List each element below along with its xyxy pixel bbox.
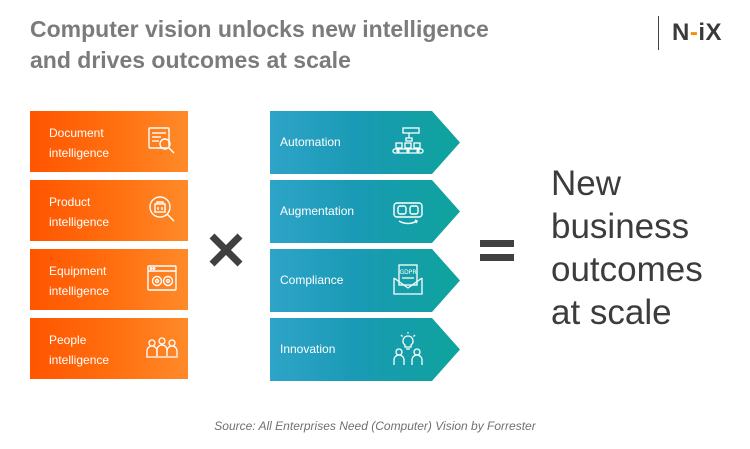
right-item-innovation: Innovation (270, 318, 460, 381)
title-line-2: and drives outcomes at scale (30, 47, 351, 73)
outcome-text: New business outcomes at scale (551, 164, 703, 332)
right-item-automation: Automation (270, 111, 460, 174)
page-title: Computer vision unlocks new intelligence… (30, 14, 590, 76)
conveyor-robot-icon (392, 127, 424, 154)
right-item-label: Innovation (280, 342, 336, 356)
right-item-augmentation: Augmentation (270, 180, 460, 243)
equipment-gears-icon (147, 265, 177, 291)
title-line-1: Computer vision unlocks new intelligence (30, 16, 489, 42)
multiply-icon (209, 233, 243, 267)
svg-text:GDPR: GDPR (399, 269, 416, 276)
right-item-compliance: Compliance GDPR (270, 249, 460, 312)
right-item-label: Automation (280, 135, 341, 149)
idea-people-icon (393, 332, 423, 365)
product-magnifier-icon (149, 196, 175, 222)
right-item-label: Augmentation (280, 204, 355, 218)
logo-divider (658, 16, 659, 50)
equals-icon (480, 240, 514, 262)
right-item-label: Compliance (280, 273, 344, 287)
source-caption: Source: All Enterprises Need (Computer) … (214, 419, 536, 433)
gdpr-envelope-icon: GDPR (393, 264, 423, 295)
document-search-icon (148, 127, 175, 154)
people-group-icon (146, 337, 178, 358)
vr-headset-icon (393, 202, 423, 225)
nix-logo: N-iX (672, 19, 723, 46)
